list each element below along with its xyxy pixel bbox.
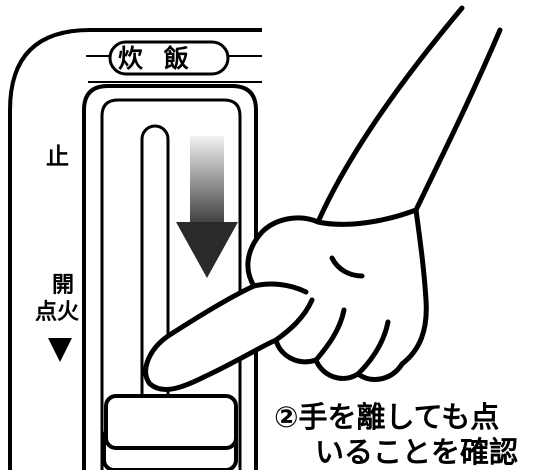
hand-icon bbox=[143, 5, 503, 392]
stop-label: 止 bbox=[46, 144, 69, 170]
header-oval bbox=[108, 40, 230, 76]
slider-knob bbox=[104, 394, 238, 450]
ignite-label: 点火 bbox=[35, 300, 80, 325]
down-arrow-icon bbox=[176, 136, 238, 278]
instruction-line-1: ②手を離しても点 bbox=[274, 400, 500, 434]
instruction-line-2: いることを確認 bbox=[315, 435, 519, 469]
header-label: 炊 飯 bbox=[118, 44, 195, 73]
open-label: 開 bbox=[52, 273, 75, 298]
panel-outline bbox=[8, 28, 262, 470]
slot-frame-inner bbox=[100, 98, 242, 470]
down-triangle-icon bbox=[48, 338, 72, 362]
slot-frame-outer bbox=[82, 84, 258, 470]
